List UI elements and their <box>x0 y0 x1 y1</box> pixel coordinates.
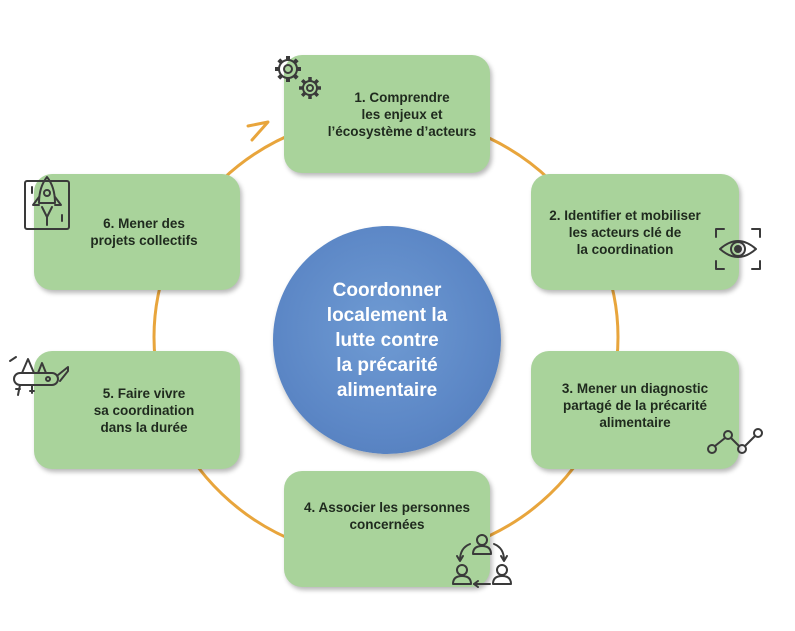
gears-icon <box>275 56 321 99</box>
step-1-box: 1. Comprendre les enjeux et l’écosystème… <box>284 55 490 173</box>
step-1-label: 1. Comprendre les enjeux et l’écosystème… <box>327 89 477 139</box>
step-4-label: 4. Associer les personnes concernées <box>303 500 471 532</box>
step-3-label: 3. Mener un diagnostic partagé de la pré… <box>561 380 709 430</box>
step-3-box: 3. Mener un diagnostic partagé de la pré… <box>531 351 739 469</box>
swiss-knife-icon <box>9 356 69 396</box>
step-6-label: 6. Mener des projets collectifs <box>90 216 198 248</box>
step-2-box: 2. Identifier et mobiliser les acteurs c… <box>531 174 739 290</box>
line-chart-icon <box>707 428 763 454</box>
center-text: Coordonner localement la lutte contre la… <box>326 279 448 401</box>
people-cycle-icon <box>452 534 512 588</box>
eye-icon <box>715 228 761 270</box>
step-5-label: 5. Faire vivre sa coordination dans la d… <box>93 385 195 435</box>
center-circle: Coordonner localement la lutte contre la… <box>273 226 501 454</box>
rocket-icon <box>24 176 70 230</box>
step-4-box: 4. Associer les personnes concernées <box>284 471 490 587</box>
ring-arrowhead <box>246 120 270 142</box>
step-2-label: 2. Identifier et mobiliser les acteurs c… <box>549 207 701 257</box>
